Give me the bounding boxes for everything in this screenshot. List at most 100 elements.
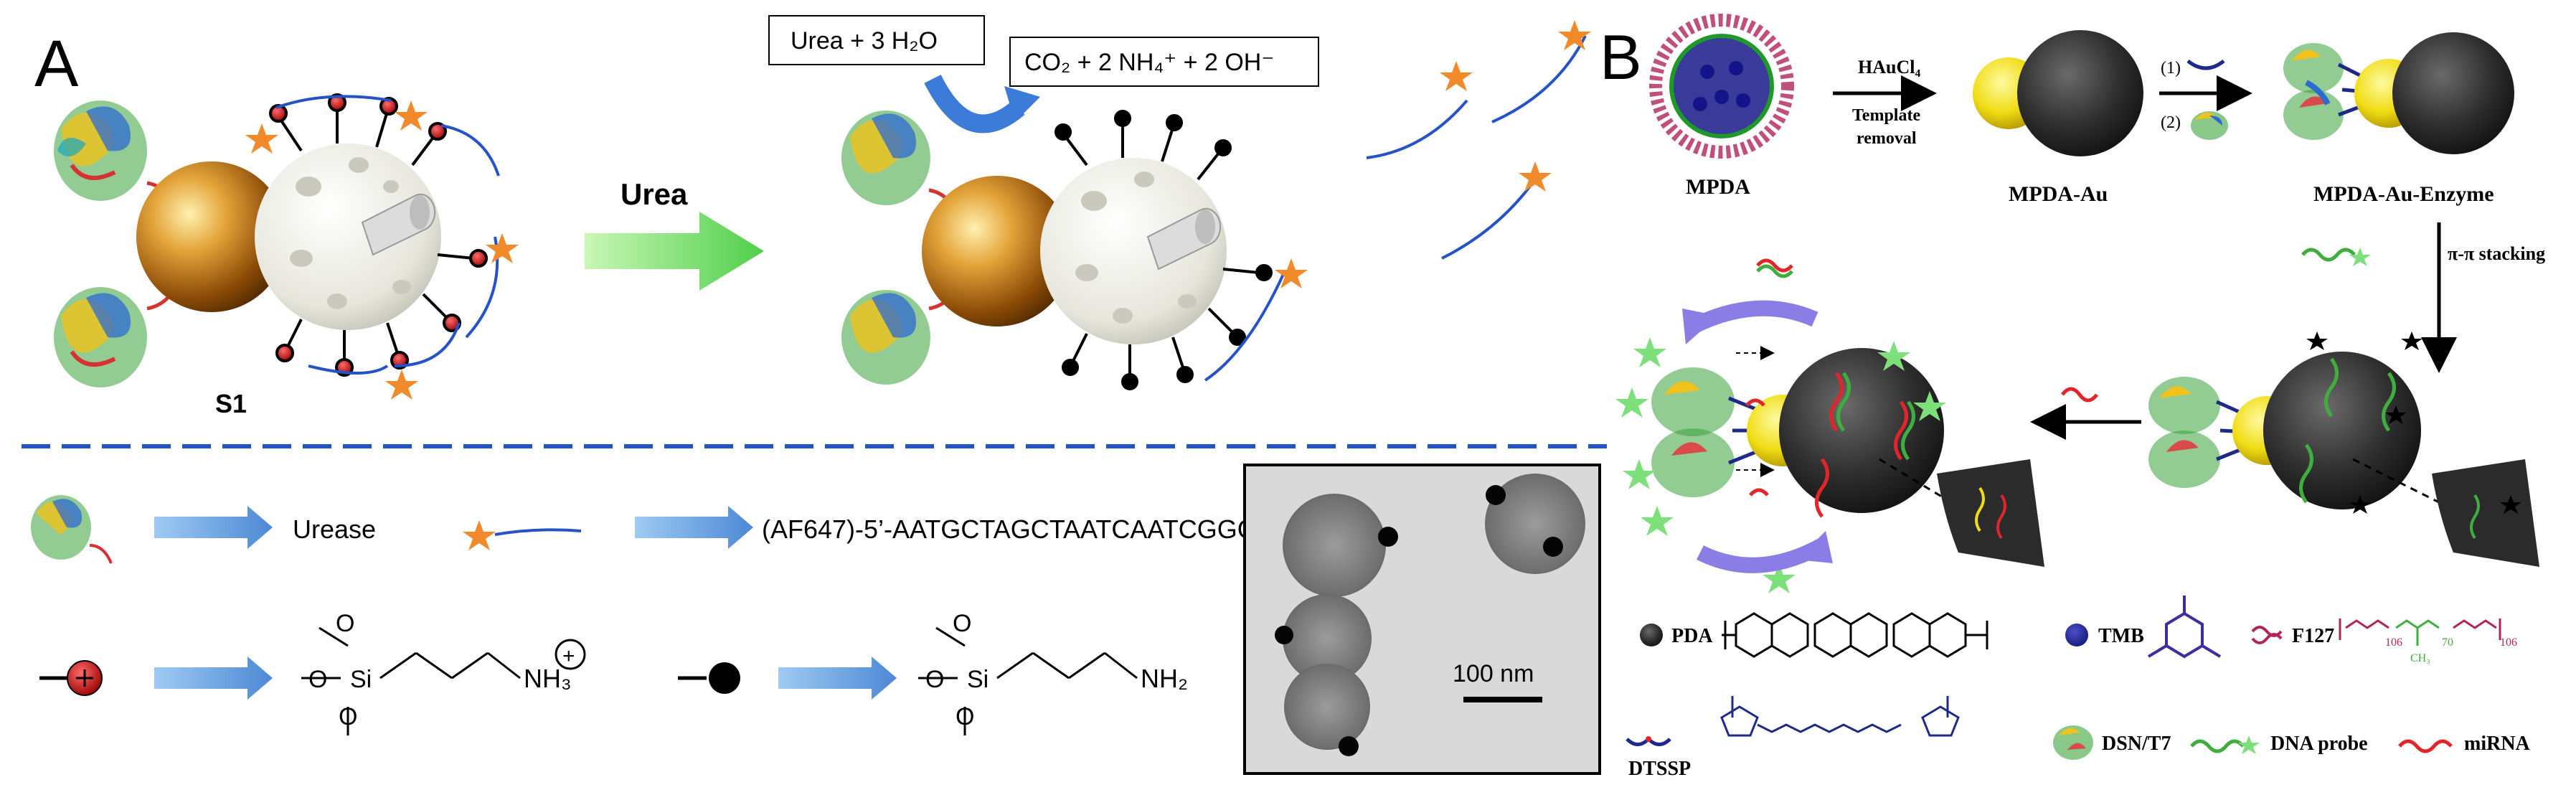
- urease-enzyme-icon: [841, 290, 930, 385]
- mirna-icon: [2061, 387, 2098, 403]
- chem-o: O: [956, 703, 974, 730]
- dsn-t7-enzyme-cluster: [2148, 377, 2220, 488]
- f127-structure: [2339, 619, 2501, 646]
- mpda-particle: [2017, 30, 2143, 156]
- dsn-t7-icon: [2053, 725, 2093, 760]
- cycle-arrow-head: [1797, 531, 1833, 563]
- step-1: (1): [2161, 59, 2181, 77]
- mirna-icon: [1756, 258, 1793, 273]
- mirna-icon: [1749, 488, 1769, 497]
- legend-dtssp: DTSSP: [1628, 758, 1691, 780]
- mesoporous-silica-particle: [255, 144, 441, 330]
- legend-pda: PDA: [1671, 625, 1713, 647]
- legend-arrow: [154, 506, 273, 549]
- chem-o: O: [308, 666, 327, 693]
- f127-sub-3: 106: [2500, 636, 2517, 649]
- label-mpda: MPDA: [1686, 175, 1750, 199]
- tem-micrograph: [1243, 464, 1601, 775]
- mpda-particle: [2392, 32, 2514, 154]
- released-dna-strands: [1204, 35, 1587, 382]
- legend-arrow: [635, 506, 753, 549]
- particle-label: S1: [215, 389, 247, 418]
- ammonium-ligands: [269, 93, 488, 377]
- mirna-icon: [1745, 398, 1765, 407]
- scale-bar-label: 100 nm: [1453, 660, 1534, 687]
- reaction-products: CO₂ + 2 NH₄⁺ + 2 OH⁻: [1024, 49, 1274, 76]
- amine-ligands: [1055, 110, 1273, 390]
- mpda-micelle: [1649, 14, 1794, 159]
- quenched-star-icons: [2306, 331, 2422, 514]
- legend-dsn-t7: DSN/T7: [2102, 733, 2171, 755]
- tmb-icon: [2065, 624, 2088, 646]
- template-removal-1: Template: [1852, 106, 1920, 125]
- pda-icon: [1640, 624, 1663, 646]
- plus-charge: +: [562, 644, 575, 668]
- dna-probe-star-icon: [2238, 735, 2260, 754]
- amine-silane-structure: [918, 626, 1138, 735]
- adsorbed-dna-probes: [2299, 357, 2396, 504]
- amine-ligand-icon: [709, 662, 740, 694]
- chem-o: O: [339, 703, 357, 730]
- label-mpda-au: MPDA-Au: [2009, 182, 2108, 206]
- dtssp-icon: [2186, 59, 2225, 70]
- pore-zoom-inset: [1937, 459, 2044, 567]
- legend-dna-sequence: (AF647)-5’-AATGCTAGCTAATCAATCGGG-3’: [762, 514, 1286, 544]
- dna-probe-star-icon: [2349, 248, 2371, 266]
- zoom-leader-line: [2352, 458, 2440, 504]
- urease-enzyme-icon: [54, 100, 147, 201]
- pore-zoom-inset: [2432, 459, 2539, 567]
- chem-nh2: NH₂: [1141, 664, 1188, 693]
- pi-stacking-label: π-π stacking: [2448, 243, 2545, 264]
- dna-probe-icon: [1756, 264, 1793, 278]
- legend-f127: F127: [2292, 625, 2334, 647]
- reaction-reactants: Urea + 3 H₂O: [791, 27, 938, 55]
- legend-mirna: miRNA: [2464, 733, 2531, 755]
- chem-nh3: NH₃: [524, 664, 572, 693]
- legend-tmb: TMB: [2098, 625, 2144, 647]
- urease-enzyme-icon: [54, 287, 147, 387]
- template-removal-2: removal: [1856, 129, 1917, 148]
- disulfide-dot: [1646, 736, 1651, 742]
- chem-si: Si: [350, 666, 372, 693]
- gold-nanoparticle: [922, 176, 1072, 326]
- s-linker: [89, 544, 113, 564]
- zoom-leader-line: [1879, 458, 1952, 504]
- chem-o: O: [925, 666, 944, 693]
- reaction-box-reactants: [768, 15, 985, 65]
- pda-structure: [1722, 612, 1988, 658]
- legend-urease-label: Urease: [293, 514, 376, 544]
- urease-enzyme-icon: [31, 495, 91, 560]
- chem-o: O: [953, 610, 971, 637]
- urease-enzyme-icon: [841, 110, 930, 205]
- fluorescent-star-icons: [1615, 337, 1946, 593]
- hybridized-mirna: [1815, 372, 1908, 518]
- step-2: (2): [2161, 113, 2181, 132]
- dsn-t7-enzyme-cluster: [2283, 43, 2344, 140]
- reaction-arrow-head: [1004, 86, 1040, 122]
- reaction-curved-arrow: [924, 75, 1025, 133]
- gold-nanoparticle: [136, 161, 287, 312]
- cycle-arrow-head: [1682, 309, 1718, 344]
- legend-dna-probe: DNA probe: [2270, 733, 2368, 755]
- reaction-box-products: [1009, 37, 1319, 87]
- dtssp-structure: [1720, 696, 1960, 737]
- af647-star-icon: [463, 520, 496, 550]
- reagent-hauc: HAuCl₄: [1858, 57, 1920, 77]
- mpda-particle: [1779, 348, 1944, 513]
- ammonium-silane-structure: [301, 626, 586, 735]
- urea-arrow-label: Urea: [621, 177, 688, 211]
- dna-probe-legend-icon: [2190, 739, 2245, 753]
- enzyme-icon: [2191, 111, 2228, 140]
- chem-o: O: [336, 610, 354, 637]
- label-mpda-au-enzyme: MPDA-Au-Enzyme: [2313, 182, 2494, 206]
- mpda-particle: [2263, 352, 2421, 509]
- f127-sub-1: 106: [2385, 636, 2402, 649]
- chem-si: Si: [967, 666, 989, 693]
- mirna-legend-icon: [2398, 739, 2453, 753]
- dna-probe-icon: [2301, 248, 2356, 262]
- tmb-structure: [2147, 596, 2222, 659]
- f127-icon: [2251, 626, 2283, 644]
- af647-star-icon: [245, 100, 519, 400]
- f127-sub-2: 70: [2442, 636, 2453, 649]
